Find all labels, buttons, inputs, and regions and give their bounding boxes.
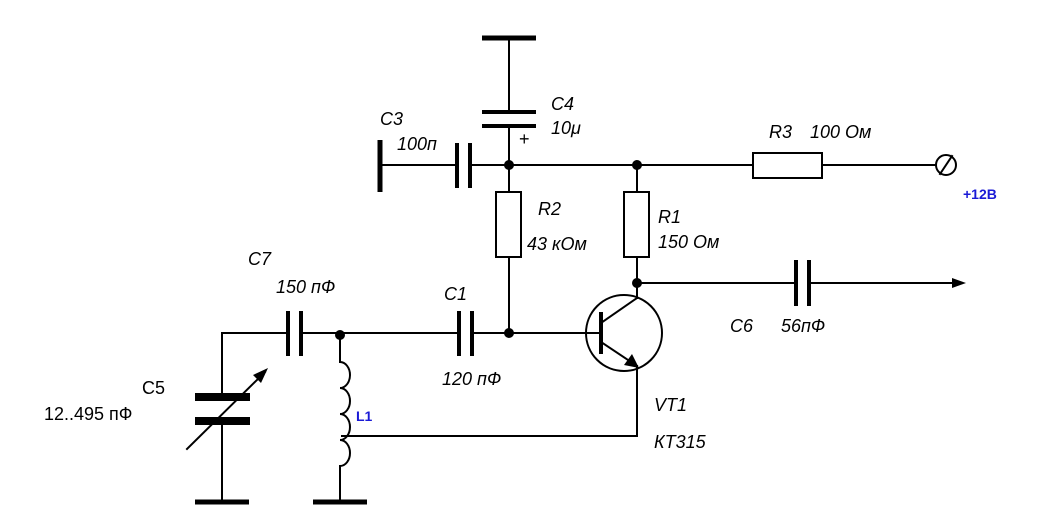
c3-value-label: 100п [397,134,437,154]
l1-ref-label: L1 [356,408,373,424]
c7-value-label: 150 пФ [276,277,335,297]
capacitor-c7-symbol [221,311,341,356]
c4-value-label: 10μ [551,118,581,138]
capacitor-c6-symbol [636,260,966,306]
c5-ref-label: C5 [142,378,165,398]
c7-ref-label: C7 [248,249,272,269]
r2-ref-label: R2 [538,199,561,219]
transistor-vt1-symbol [508,282,663,437]
inductor-l1-symbol [313,334,638,505]
resistor-r1-symbol [623,164,650,299]
capacitor-c1-symbol [339,311,510,356]
capacitor-c3-symbol [377,140,510,192]
r2-value-label: 43 кОм [527,234,587,254]
r3-value-label: 100 Ом [810,122,871,142]
supply-voltage-label: +12В [963,186,997,202]
ground-top [482,35,536,111]
capacitor-c5-variable-symbol [185,332,268,505]
r1-value-label: 150 Ом [658,232,719,252]
c6-value-label: 56пФ [781,316,825,336]
c5-value-label: 12..495 пФ [44,404,133,424]
vt1-type-label: КТ315 [654,432,707,452]
c6-ref-label: C6 [730,316,754,336]
c1-ref-label: C1 [444,284,467,304]
c3-ref-label: C3 [380,109,403,129]
c1-value-label: 120 пФ [442,369,501,389]
c4-ref-label: C4 [551,94,574,114]
resistor-r3-symbol [752,152,823,179]
capacitor-c4-symbol [482,110,536,166]
vt1-ref-label: VT1 [654,395,687,415]
r3-ref-label: R3 [769,122,792,142]
r1-ref-label: R1 [658,207,681,227]
supply-terminal-symbol [935,154,957,176]
resistor-r2-symbol [495,164,522,334]
c4-polarity-mark: + [519,129,530,149]
